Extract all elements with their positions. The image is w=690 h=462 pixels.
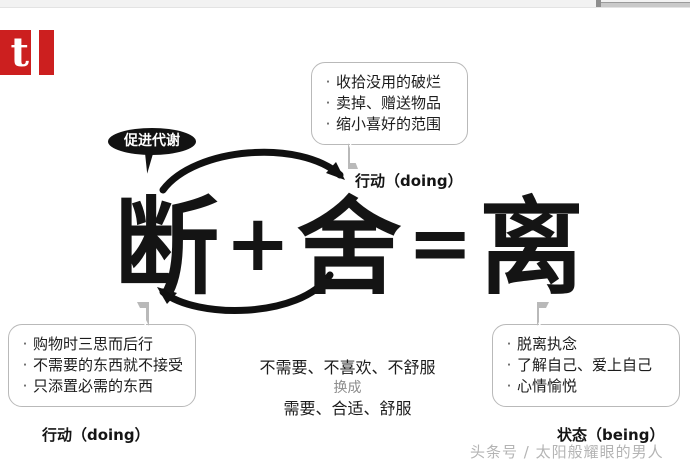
label-doing-left: 行动（doing） bbox=[42, 426, 150, 444]
logo-block-1: t bbox=[0, 30, 31, 75]
cycle-arrow-return-path bbox=[159, 271, 334, 314]
bullet-icon: · bbox=[325, 94, 331, 112]
horizontal-scrollbar[interactable] bbox=[598, 2, 690, 7]
callout-doing-left: · 购物时三思而后行 · 不需要的东西就不接受 · 只添置必需的东西 bbox=[8, 302, 196, 407]
list-item-text: 卖掉、赠送物品 bbox=[336, 94, 442, 112]
promo-speech-bubble: 促进代谢 bbox=[108, 128, 196, 174]
list-item-text: 脱离执念 bbox=[517, 335, 578, 353]
label-being-right: 状态（being） bbox=[557, 426, 665, 444]
list-item: · 购物时三思而后行 bbox=[17, 334, 185, 355]
list-item: · 脱离执念 bbox=[501, 334, 669, 355]
callout-top-list: · 收拾没用的破烂 · 卖掉、赠送物品 · 缩小喜好的范围 bbox=[312, 63, 467, 144]
formula-term-duan: 断 bbox=[114, 187, 222, 309]
callout-doing-top: · 收拾没用的破烂 · 卖掉、赠送物品 · 缩小喜好的范围 bbox=[311, 62, 468, 169]
list-item-text: 缩小喜好的范围 bbox=[336, 115, 442, 133]
watermark: 头条号 / 太阳般耀眼的男人 bbox=[470, 443, 664, 461]
promo-bubble-tail bbox=[144, 150, 162, 174]
list-item: · 了解自己、爱上自己 bbox=[501, 355, 669, 376]
list-item: · 缩小喜好的范围 bbox=[320, 114, 457, 135]
swap-before: 不需要、不喜欢、不舒服 bbox=[259, 358, 436, 377]
list-item-text: 购物时三思而后行 bbox=[33, 335, 154, 353]
bullet-icon: · bbox=[506, 335, 512, 353]
diagram-canvas: 断+舍=离 促进代谢 · 收拾没用的破烂 · 卖掉、赠送物品 · 缩小喜好的范围… bbox=[0, 7, 690, 461]
scrollbar-grip[interactable] bbox=[596, 0, 601, 7]
formula-operator-equals: = bbox=[407, 199, 475, 289]
top-chrome-strip bbox=[0, 0, 690, 8]
callout-left-list: · 购物时三思而后行 · 不需要的东西就不接受 · 只添置必需的东西 bbox=[9, 325, 195, 406]
cycle-arrow-forward-head bbox=[326, 162, 345, 180]
swap-statement: 不需要、不喜欢、不舒服 换成 需要、合适、舒服 bbox=[225, 357, 470, 420]
main-formula: 断+舍=离 bbox=[95, 185, 605, 307]
site-logo: t bbox=[0, 30, 54, 75]
list-item: · 只添置必需的东西 bbox=[17, 376, 185, 397]
callout-right-list: · 脱离执念 · 了解自己、爱上自己 · 心情愉悦 bbox=[493, 325, 679, 406]
formula-operator-plus: + bbox=[225, 199, 293, 289]
list-item-text: 只添置必需的东西 bbox=[33, 377, 154, 395]
cycle-arrow-forward-path bbox=[159, 148, 344, 194]
list-item: · 不需要的东西就不接受 bbox=[17, 355, 185, 376]
callout-top-tail-fill bbox=[350, 141, 375, 163]
label-doing-top: 行动（doing） bbox=[355, 172, 463, 190]
bullet-icon: · bbox=[325, 73, 331, 91]
formula-term-she: 舍 bbox=[296, 187, 404, 309]
swap-after: 需要、合适、舒服 bbox=[283, 399, 412, 418]
bullet-icon: · bbox=[22, 356, 28, 374]
bullet-icon: · bbox=[22, 377, 28, 395]
list-item-text: 心情愉悦 bbox=[517, 377, 578, 395]
bullet-icon: · bbox=[506, 377, 512, 395]
list-item-text: 不需要的东西就不接受 bbox=[33, 356, 184, 374]
bullet-icon: · bbox=[506, 356, 512, 374]
swap-connector: 换成 bbox=[333, 380, 362, 396]
list-item-text: 收拾没用的破烂 bbox=[336, 73, 442, 91]
bullet-icon: · bbox=[22, 335, 28, 353]
bullet-icon: · bbox=[325, 115, 331, 133]
cycle-arrows bbox=[157, 148, 345, 314]
list-item: · 收拾没用的破烂 bbox=[320, 72, 457, 93]
list-item-text: 了解自己、爱上自己 bbox=[517, 356, 653, 374]
promo-bubble-text: 促进代谢 bbox=[108, 128, 196, 155]
callout-being-right: · 脱离执念 · 了解自己、爱上自己 · 心情愉悦 bbox=[492, 302, 680, 407]
logo-block-2 bbox=[39, 30, 54, 75]
list-item: · 卖掉、赠送物品 bbox=[320, 93, 457, 114]
formula-term-li: 离 bbox=[478, 187, 586, 309]
cycle-arrow-return-head bbox=[157, 287, 177, 304]
list-item: · 心情愉悦 bbox=[501, 376, 669, 397]
callout-left-tail-fill bbox=[119, 308, 146, 328]
callout-right-tail-fill bbox=[539, 308, 566, 328]
